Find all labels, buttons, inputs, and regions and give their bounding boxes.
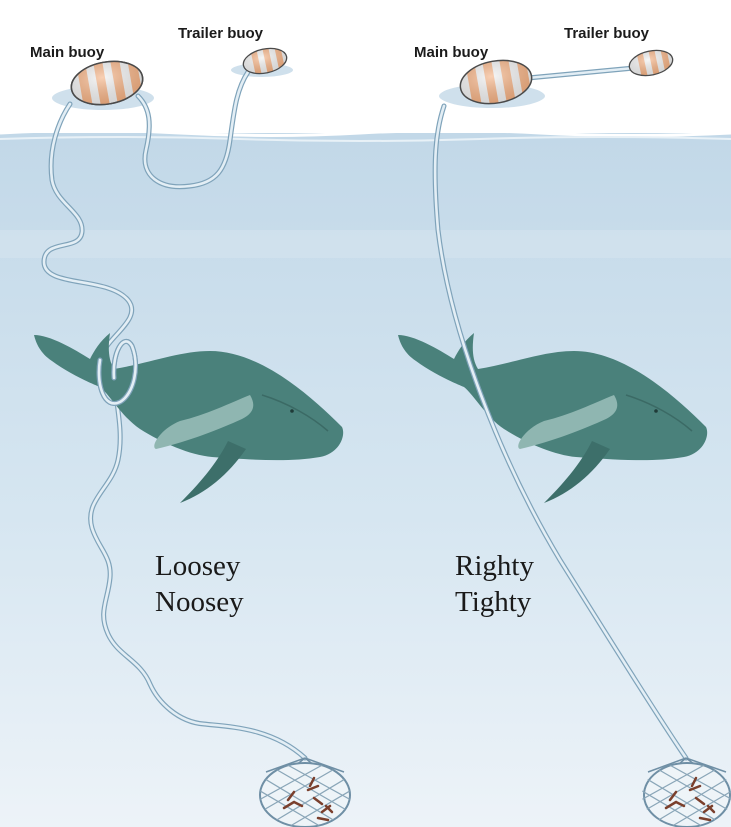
caption-loosey: Loosey xyxy=(155,550,241,582)
trailer-buoy-label: Trailer buoy xyxy=(178,25,264,42)
caption-righty: Righty xyxy=(455,550,534,582)
trailer-buoy-label: Trailer buoy xyxy=(564,25,650,42)
main-buoy-label: Main buoy xyxy=(414,44,489,61)
caption-noosey: Noosey xyxy=(155,586,244,618)
sea-band xyxy=(0,230,731,258)
main-buoy-label: Main buoy xyxy=(30,44,105,61)
caption-tighty: Tighty xyxy=(455,586,532,618)
